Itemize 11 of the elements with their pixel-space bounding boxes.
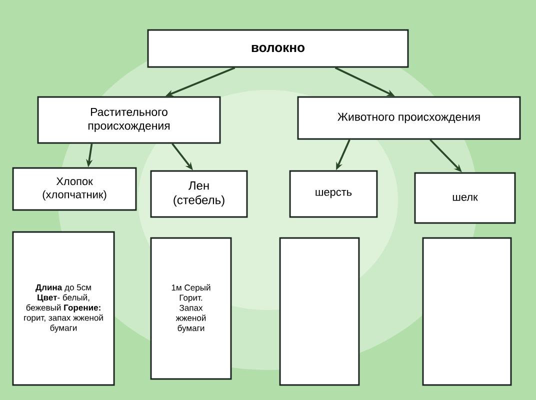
category-box: Животного происхождения bbox=[297, 96, 521, 140]
category-box: Растительного происхождения bbox=[37, 96, 221, 144]
fiber-box: Хлопок (хлопчатник) bbox=[12, 167, 137, 211]
title-box: волокно bbox=[147, 29, 409, 68]
info-box: 1м Серый Горит. Запах жженой бумаги bbox=[150, 237, 232, 380]
info-box: Длина до 5см Цвет- белый, бежевый Горение: горит, запах жженой бумаги bbox=[12, 231, 115, 386]
fiber-box: шерсть bbox=[289, 170, 378, 218]
empty-box bbox=[422, 237, 512, 386]
fiber-box: Лен (стебель) bbox=[150, 170, 248, 218]
empty-box bbox=[279, 237, 360, 386]
fiber-box: шелк bbox=[414, 172, 516, 224]
